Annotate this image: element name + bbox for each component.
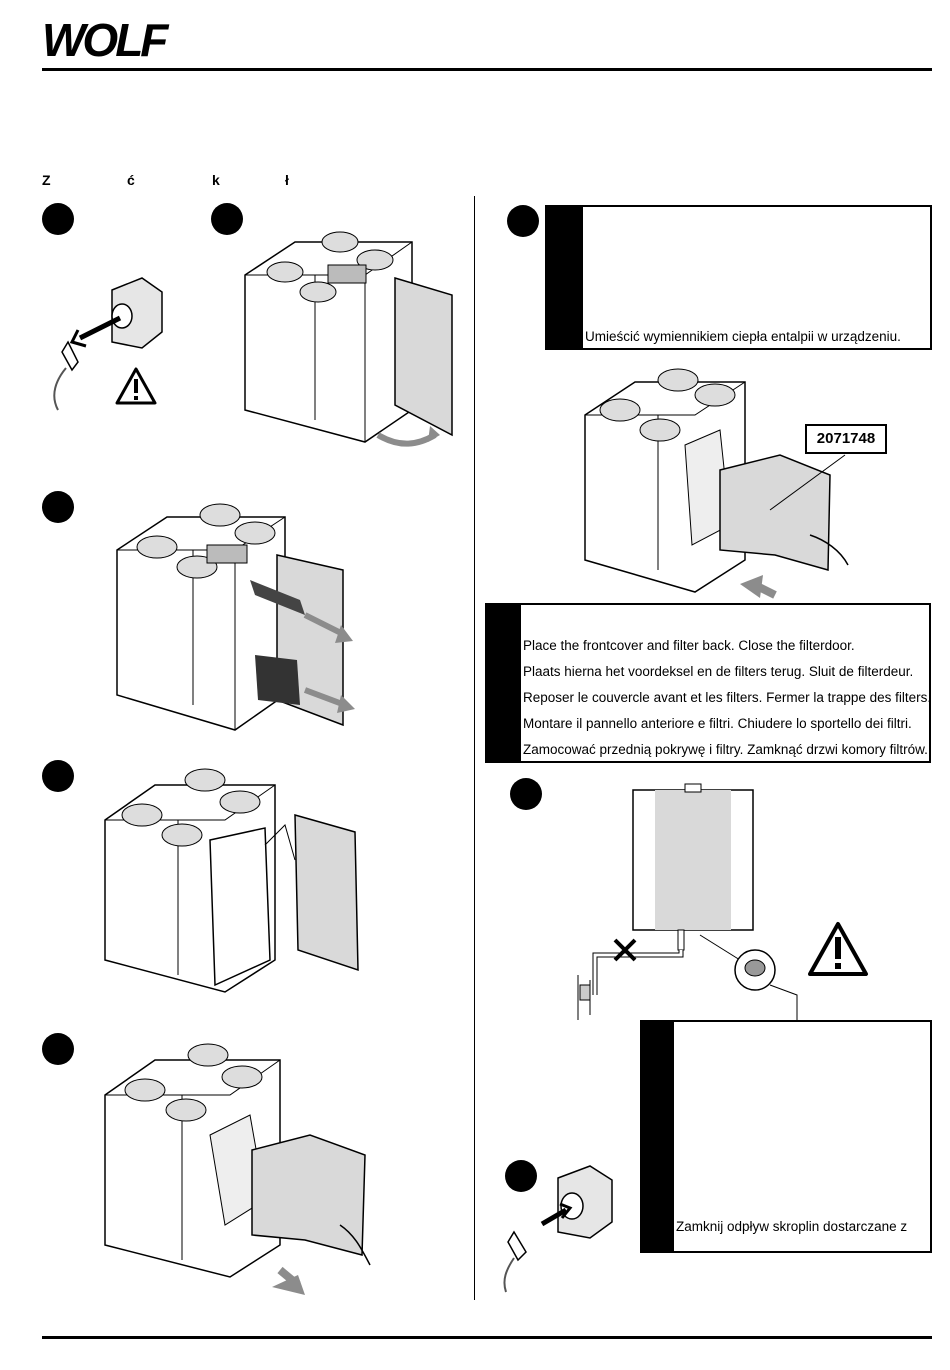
- step-marker-1: [42, 203, 74, 235]
- step-marker-2: [211, 203, 243, 235]
- unplug-illustration: [53, 277, 163, 411]
- heading-fragment-3: k: [212, 172, 220, 188]
- pull-exchanger-illustration: [104, 1043, 371, 1295]
- step-marker-6: [507, 205, 539, 237]
- remove-filters-illustration: [116, 503, 355, 731]
- close-instruction-it: Montare il pannello anteriore e filtri. …: [523, 716, 912, 731]
- heading-fragment-4: ł: [285, 172, 289, 188]
- close-instruction-fr: Reposer le couvercle avant et les filter…: [523, 690, 932, 705]
- close-instruction-en: Place the frontcover and filter back. Cl…: [523, 638, 855, 653]
- heading-fragment-1: Z: [42, 172, 51, 188]
- part-number-label: 2071748: [805, 424, 887, 454]
- column-divider: [474, 196, 475, 1300]
- step-marker-5: [42, 1033, 74, 1065]
- install-instruction-text: Umieścić wymiennikiem ciepła entalpii w …: [585, 329, 901, 344]
- condensate-instruction-text: Zamknij odpływ skroplin dostarczane z: [676, 1219, 908, 1234]
- close-instruction-nl: Plaats hierna het voordeksel en de filte…: [523, 664, 914, 679]
- footer-rule: [42, 1336, 932, 1339]
- step-marker-4: [42, 760, 74, 792]
- instruction-box-bar: [547, 207, 583, 348]
- step-marker-8: [505, 1160, 537, 1192]
- instruction-box-bar: [487, 605, 521, 761]
- logo-text: WOLF: [42, 14, 170, 66]
- open-front-cover-illustration: [104, 768, 359, 993]
- warning-triangle-icon: [808, 922, 868, 976]
- install-instruction-box: Umieścić wymiennikiem ciepła entalpii w …: [545, 205, 932, 350]
- warning-triangle-icon: [115, 367, 157, 405]
- close-instruction-pl: Zamocować przednią pokrywę i filtry. Zam…: [523, 742, 928, 757]
- unit-open-door-illustration: [244, 231, 453, 447]
- condensate-instruction-box: Zamknij odpływ skroplin dostarczane z: [640, 1020, 932, 1253]
- step-marker-3: [42, 491, 74, 523]
- close-cover-instruction-box: Place the frontcover and filter back. Cl…: [485, 603, 931, 763]
- step-marker-7: [510, 778, 542, 810]
- header-rule: [42, 68, 932, 71]
- condensate-drain-illustration: [577, 783, 798, 1025]
- heading-fragment-2: ć: [127, 172, 135, 188]
- instruction-box-bar: [642, 1022, 674, 1251]
- wolf-logo: WOLF: [42, 14, 173, 66]
- insert-exchanger-illustration: [584, 368, 849, 599]
- plug-in-illustration: [503, 1165, 613, 1293]
